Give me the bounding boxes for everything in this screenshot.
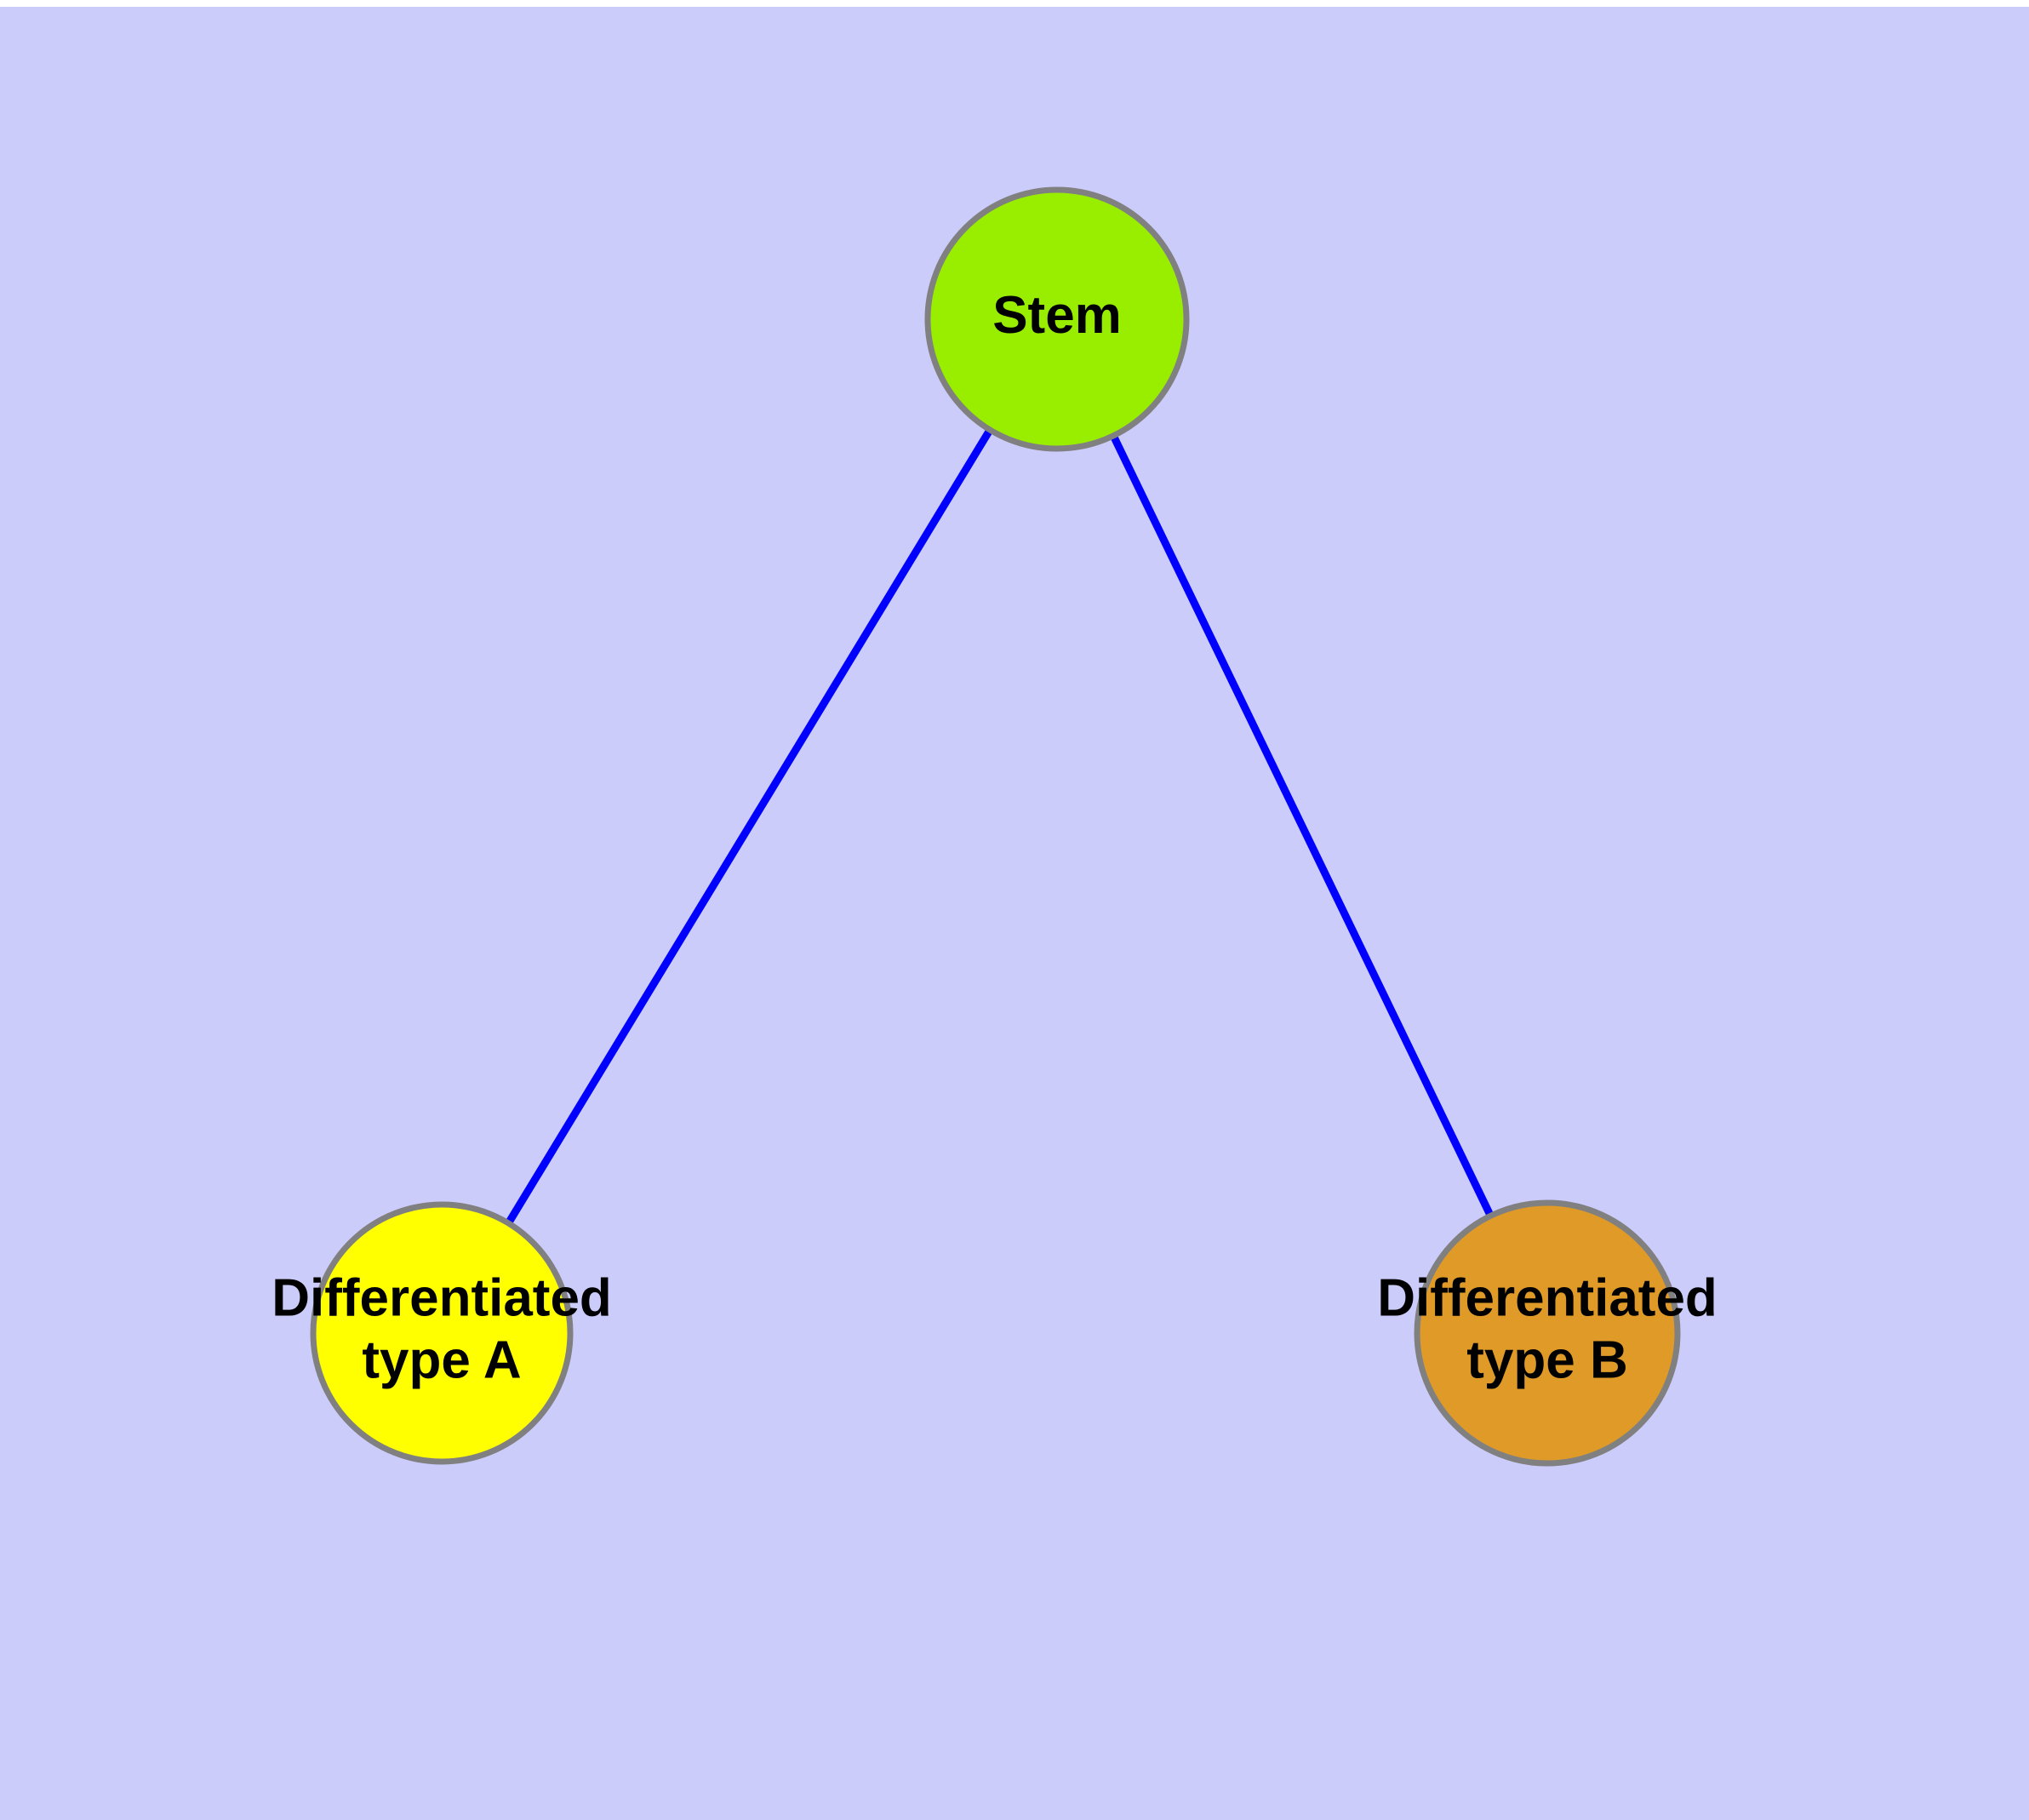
node-circle-diff_a[interactable] xyxy=(310,1201,574,1465)
edge-stem-diff-a[interactable] xyxy=(438,317,1060,1336)
node-label-stem: Stem xyxy=(992,286,1122,345)
node-label-line: type A xyxy=(362,1331,521,1390)
node-label-line: type B xyxy=(1466,1331,1627,1390)
edge-stem-diff-b[interactable] xyxy=(1053,318,1552,1335)
node-label-line: Stem xyxy=(992,286,1122,345)
node-label-line: Differentiated xyxy=(1377,1269,1718,1328)
node-label-line: Differentiated xyxy=(271,1269,612,1328)
edges-layer xyxy=(438,317,1552,1336)
nodes-layer xyxy=(310,186,1681,1467)
node-circle-stem[interactable] xyxy=(924,186,1190,452)
node-circle-diff_b[interactable] xyxy=(1414,1199,1681,1467)
